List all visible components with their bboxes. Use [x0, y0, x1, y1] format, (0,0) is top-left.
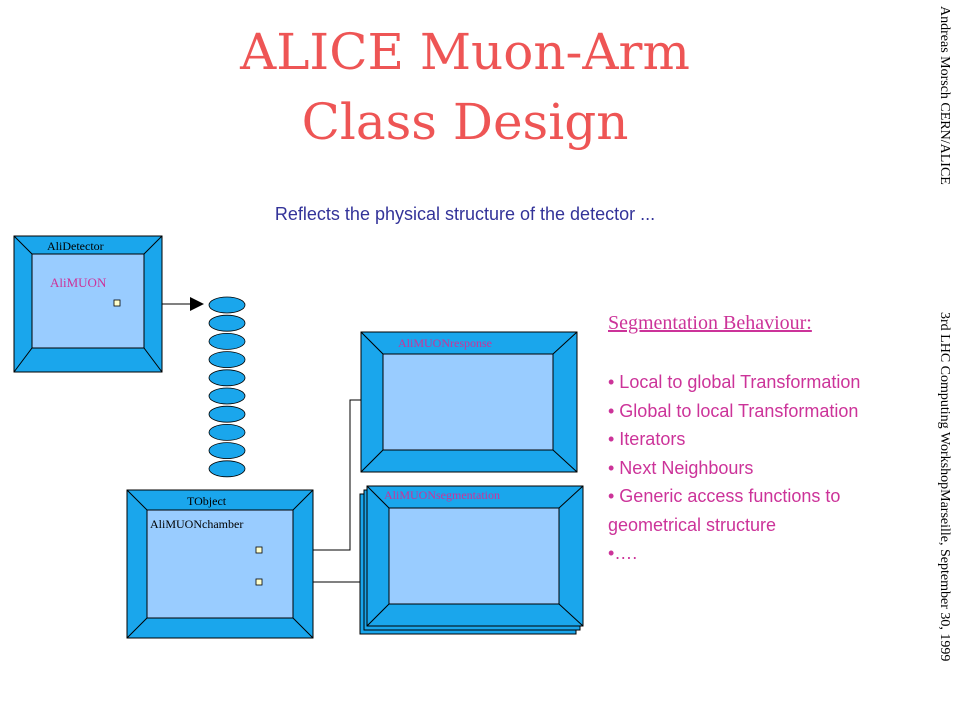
- chamber-ellipse: [208, 460, 246, 478]
- arrowhead: [190, 297, 204, 311]
- list-item: • Next Neighbours: [608, 457, 754, 478]
- chamber-ellipse: [208, 442, 246, 460]
- port-dot: [113, 299, 121, 307]
- ali-muon-label: AliMUON: [50, 275, 107, 290]
- chamber-ellipse: [208, 296, 246, 314]
- chamber-ellipse: [208, 351, 246, 369]
- port-dot: [255, 546, 263, 554]
- list-item: • Global to local Transformation: [608, 400, 859, 421]
- tobject-label: TObject: [187, 494, 227, 508]
- segmentation-heading: Segmentation Behaviour:: [608, 312, 812, 334]
- chamber-ellipse: [208, 369, 246, 387]
- segmentation-box: AliMUONsegmentation: [359, 485, 584, 635]
- list-item: • Local to global Transformation: [608, 372, 861, 392]
- chamber-ellipse: [208, 387, 246, 405]
- port-dot: [255, 578, 263, 586]
- list-item: • Generic access functions to geometrica…: [608, 486, 841, 535]
- class-diagram: AliDetector AliMUON TObject AliMUONchamb…: [13, 235, 584, 639]
- event-credit: 3rd LHC Computing WorkshopMarseille, Sep…: [937, 312, 952, 662]
- segmentation-list: • Local to global Transformation • Globa…: [608, 368, 908, 568]
- ali-muon-chamber-label: AliMUONchamber: [150, 517, 243, 531]
- response-box: AliMUONresponse: [360, 331, 578, 473]
- chamber-ellipse: [208, 423, 246, 441]
- title-line-2: Class Design: [301, 93, 629, 151]
- ali-detector-label: AliDetector: [47, 239, 104, 253]
- segmentation-label: AliMUONsegmentation: [384, 488, 500, 502]
- list-item: •….: [608, 543, 638, 563]
- response-label: AliMUONresponse: [398, 336, 492, 350]
- tobject-box: TObject AliMUONchamber: [126, 489, 314, 639]
- chamber-ellipse: [208, 332, 246, 350]
- chamber-ellipse: [208, 405, 246, 423]
- author-credit: Andreas Morsch CERN/ALICE: [937, 6, 952, 185]
- subtitle: Reflects the physical structure of the d…: [274, 204, 656, 224]
- title-line-1: ALICE Muon-Arm: [240, 23, 690, 81]
- ali-detector-box: AliDetector AliMUON: [13, 235, 163, 373]
- chamber-ellipse: [208, 314, 246, 332]
- chamber-stack: [208, 296, 246, 478]
- list-item: • Iterators: [608, 429, 686, 449]
